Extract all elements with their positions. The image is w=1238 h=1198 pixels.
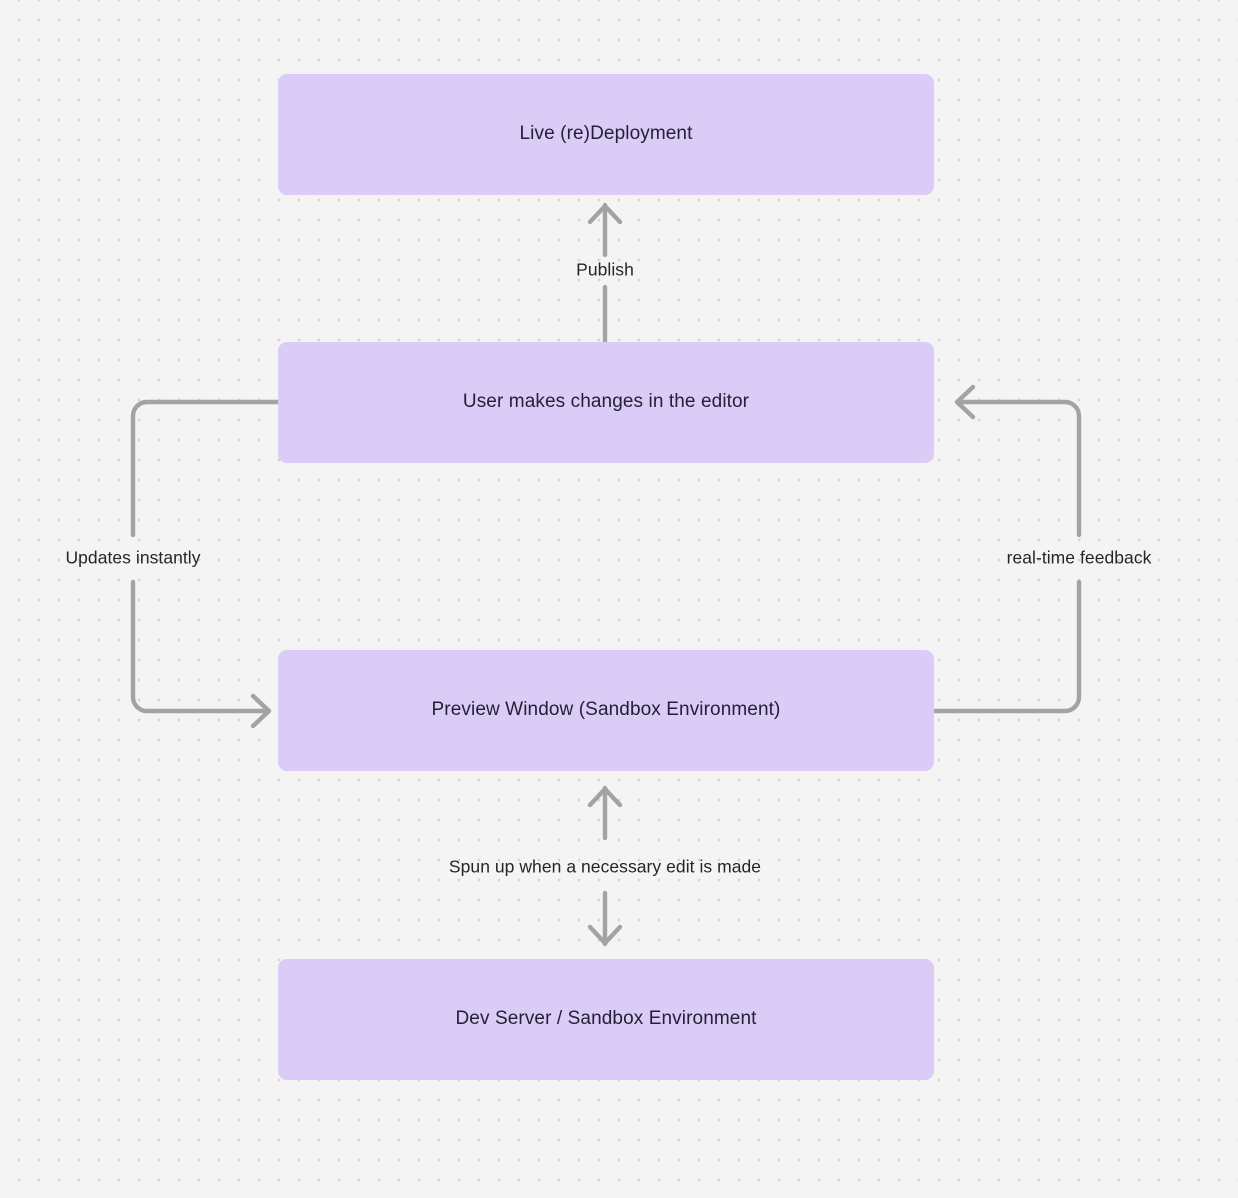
edge-label-publish: Publish [576, 259, 634, 280]
node-label: User makes changes in the editor [462, 391, 750, 413]
edge-label-updates-instantly: Updates instantly [65, 547, 201, 568]
node-preview-window[interactable]: Preview Window (Sandbox Environment) [278, 650, 934, 771]
edge-label-real-time-feedback: real-time feedback [1006, 547, 1152, 568]
edge-label-spun-up: Spun up when a necessary edit is made [448, 856, 762, 877]
node-label: Dev Server / Sandbox Environment [455, 1008, 757, 1030]
node-label: Preview Window (Sandbox Environment) [431, 699, 781, 721]
node-live-deployment[interactable]: Live (re)Deployment [278, 74, 934, 195]
node-dev-server[interactable]: Dev Server / Sandbox Environment [278, 959, 934, 1080]
node-label: Live (re)Deployment [519, 123, 693, 145]
node-user-edits[interactable]: User makes changes in the editor [278, 342, 934, 463]
